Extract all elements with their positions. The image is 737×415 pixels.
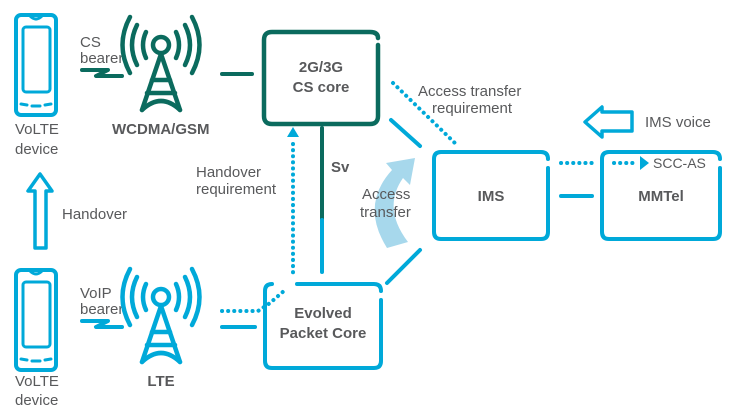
ims-voice: IMS voice	[583, 105, 711, 139]
access-transfer-line2: transfer	[360, 204, 411, 221]
cs-core-label-line2: CS core	[293, 79, 350, 96]
ims-label: IMS	[478, 188, 505, 205]
top-volte-device: VoLTE device	[14, 13, 59, 158]
bottom-device-label-line2: device	[15, 392, 58, 409]
up-arrow-icon	[26, 172, 54, 250]
ims-node[interactable]: IMS	[432, 150, 550, 241]
voip-bearer-label-line2: bearer	[80, 301, 123, 318]
mmtel-label: MMTel	[638, 188, 684, 205]
ims-voice-label: IMS voice	[645, 114, 711, 131]
access-transfer-req-line1: Access transfer	[418, 83, 521, 100]
bottom-volte-device: VoLTE device	[14, 268, 59, 409]
mobile-phone-icon	[14, 13, 58, 117]
handover-requirement-arrowhead	[287, 127, 299, 137]
left-arrow-icon	[583, 105, 634, 139]
scc-as-arrowhead	[640, 156, 649, 170]
mmtel-node[interactable]: SCC-AS MMTel	[600, 150, 722, 241]
access-transfer-line1: Access	[362, 186, 410, 203]
lte-epc-dotted-link	[220, 288, 287, 313]
radio-tower-icon	[120, 266, 202, 365]
cs-core-label-line1: 2G/3G	[299, 59, 343, 76]
epc-node[interactable]: Evolved Packet Core	[263, 282, 383, 370]
cs-bearer-label-line1: CS	[80, 34, 101, 51]
epc-ims-link	[385, 248, 422, 285]
cs-bearer-label-line2: bearer	[80, 50, 123, 67]
scc-as-label: SCC-AS	[653, 155, 706, 171]
sv-label: Sv	[331, 159, 350, 176]
bottom-device-label-line1: VoLTE	[15, 373, 59, 390]
top-device-label-line1: VoLTE	[15, 121, 59, 138]
voip-bearer-label-line1: VoIP	[80, 285, 112, 302]
mobile-phone-icon	[14, 268, 58, 372]
cs-core-node[interactable]: 2G/3G CS core	[261, 29, 381, 127]
cs-core-ims-link	[389, 118, 422, 148]
handover-label: Handover	[62, 206, 127, 223]
wcdma-tower: WCDMA/GSM	[112, 14, 210, 138]
top-device-label-line2: device	[15, 141, 58, 158]
voip-bearer-wave	[80, 319, 124, 329]
access-transfer-curved-arrow	[374, 158, 415, 248]
lte-label: LTE	[147, 373, 174, 390]
epc-label-line1: Evolved	[294, 305, 352, 322]
access-transfer-req-line2: requirement	[432, 100, 513, 117]
cs-bearer-wave	[80, 68, 124, 78]
lte-tower: LTE	[120, 266, 202, 390]
radio-tower-icon	[120, 14, 202, 113]
handover: Handover	[26, 172, 127, 250]
handover-req-line1: Handover	[196, 164, 261, 181]
wcdma-label: WCDMA/GSM	[112, 121, 210, 138]
epc-label-line2: Packet Core	[280, 325, 367, 342]
handover-req-line2: requirement	[196, 181, 277, 198]
